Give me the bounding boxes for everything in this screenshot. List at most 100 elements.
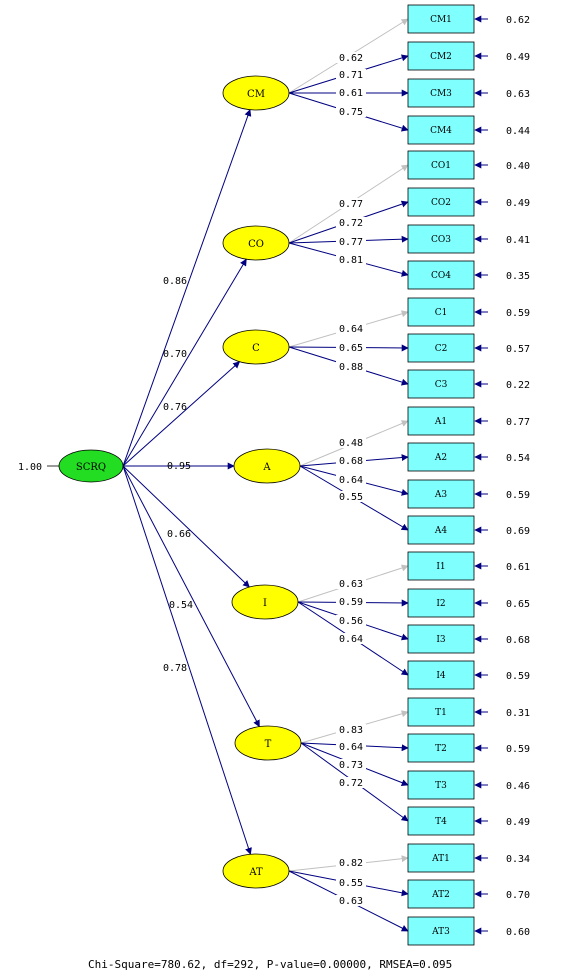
loading-label-a1: 0.48 (339, 438, 363, 449)
indicator-box-cm4 (407, 115, 475, 145)
indicator-box-cm2 (407, 41, 475, 71)
loading-label-co1: 0.77 (339, 199, 363, 210)
loading-label-i2: 0.59 (339, 597, 363, 608)
loading-label-bg-i1 (336, 578, 366, 589)
indicator-box-t2 (407, 733, 475, 763)
loading-label-bg-co4 (336, 254, 366, 265)
loading-label-at2: 0.55 (339, 878, 363, 889)
indicator-label-a4: A4 (434, 526, 447, 536)
indicator-label-a2: A2 (434, 453, 447, 463)
error-label-t2: 0.59 (506, 744, 530, 755)
indicator-box-cm3 (407, 78, 475, 108)
path-arrow-co (122, 258, 247, 467)
loading-label-bg-cm4 (336, 106, 366, 117)
factor-ellipse-t (234, 725, 302, 761)
indicator-box-i1 (407, 551, 475, 581)
indicator-box-t1 (407, 697, 475, 727)
indicator-box-t3 (407, 770, 475, 800)
indicator-label-i4: I4 (436, 671, 446, 681)
loading-label-bg-a1 (336, 437, 366, 448)
path-arrow-c (122, 361, 241, 467)
loading-label-cm1: 0.62 (339, 53, 363, 64)
factor-ellipse-co (222, 225, 290, 261)
loading-label-t2: 0.64 (339, 742, 363, 753)
loading-label-bg-co2 (336, 217, 366, 228)
indicator-label-t4: T4 (435, 817, 447, 827)
indicator-box-i4 (407, 660, 475, 690)
error-label-at2: 0.70 (506, 890, 530, 901)
factor-label-t: T (265, 739, 272, 750)
error-label-a3: 0.59 (506, 490, 530, 501)
indicator-label-i1: I1 (436, 562, 445, 572)
factor-label-at: AT (248, 867, 263, 878)
indicator-label-cm4: CM4 (430, 126, 452, 136)
indicator-label-co4: CO4 (431, 271, 451, 281)
indicator-box-co4 (407, 260, 475, 290)
loading-label-c2: 0.65 (339, 343, 363, 354)
factor-label-cm: CM (247, 89, 265, 100)
indicator-box-at1 (407, 843, 475, 873)
indicator-label-cm2: CM2 (430, 52, 452, 62)
error-label-t3: 0.46 (506, 781, 530, 792)
path-arrow-at (122, 465, 252, 855)
indicator-box-c3 (407, 369, 475, 399)
path-coef-c: 0.76 (163, 402, 187, 413)
error-label-co3: 0.41 (506, 235, 530, 246)
loading-label-bg-co3 (336, 236, 366, 247)
loading-label-bg-cm1 (336, 52, 366, 63)
loading-label-a2: 0.68 (339, 456, 363, 467)
loading-label-bg-a4 (336, 491, 366, 502)
loading-label-cm3: 0.61 (339, 88, 363, 99)
indicator-label-at1: AT1 (431, 854, 450, 864)
indicator-label-a3: A3 (434, 490, 447, 500)
loading-label-cm4: 0.75 (339, 107, 363, 118)
indicator-box-at3 (407, 916, 475, 946)
loading-label-a4: 0.55 (339, 492, 363, 503)
error-label-c1: 0.59 (506, 308, 530, 319)
loading-label-bg-i4 (336, 633, 366, 644)
loading-label-bg-a2 (336, 455, 366, 466)
loading-label-bg-c1 (336, 323, 366, 334)
factor-ellipse-cm (222, 75, 290, 111)
error-label-at1: 0.34 (506, 854, 530, 865)
indicator-label-cm1: CM1 (430, 15, 452, 25)
indicator-box-co2 (407, 187, 475, 217)
loading-label-a3: 0.64 (339, 475, 363, 486)
root-variance-label: 1.00 (18, 462, 42, 473)
factor-ellipse-c (222, 329, 290, 365)
factor-label-a: A (262, 462, 271, 473)
error-label-cm1: 0.62 (506, 15, 530, 26)
indicator-box-at2 (407, 879, 475, 909)
error-label-i2: 0.65 (506, 599, 530, 610)
loading-label-bg-at3 (336, 895, 366, 906)
loading-label-bg-cm3 (336, 87, 366, 98)
path-arrow-t (122, 465, 260, 728)
path-coef-at: 0.78 (163, 663, 187, 674)
loading-label-bg-i2 (336, 596, 366, 607)
indicator-label-at3: AT3 (431, 927, 450, 937)
indicator-box-a1 (407, 406, 475, 436)
factor-ellipse-at (222, 853, 290, 889)
loading-label-bg-at1 (336, 857, 366, 868)
indicator-label-c2: C2 (435, 344, 448, 354)
error-label-at3: 0.60 (506, 927, 530, 938)
indicator-box-a3 (407, 479, 475, 509)
factor-label-c: C (252, 343, 260, 354)
loading-label-t4: 0.72 (339, 778, 363, 789)
error-label-t1: 0.31 (506, 708, 530, 719)
loading-label-t3: 0.73 (339, 760, 363, 771)
loading-label-bg-t4 (336, 777, 366, 788)
path-coef-co: 0.70 (163, 349, 187, 360)
error-label-cm3: 0.63 (506, 89, 530, 100)
loading-label-cm2: 0.71 (339, 70, 363, 81)
loading-label-bg-t2 (336, 741, 366, 752)
error-label-co1: 0.40 (506, 161, 530, 172)
indicator-label-t1: T1 (435, 708, 447, 718)
loading-label-bg-c3 (336, 361, 366, 372)
error-label-cm2: 0.49 (506, 52, 530, 63)
loading-label-co3: 0.77 (339, 237, 363, 248)
indicator-label-c1: C1 (435, 308, 448, 318)
error-label-cm4: 0.44 (506, 126, 530, 137)
indicator-box-co1 (407, 150, 475, 180)
loading-label-bg-a3 (336, 474, 366, 485)
